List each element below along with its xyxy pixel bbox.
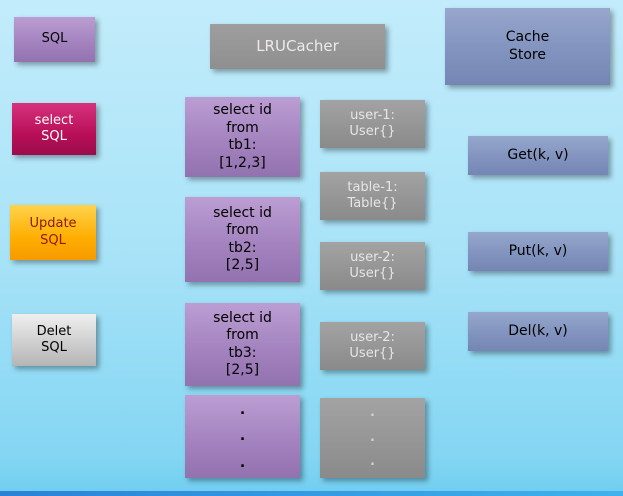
update-sql-box: Update SQL — [10, 205, 96, 260]
query-tb3-label: select id from tb3: [2,5] — [213, 309, 272, 379]
delete-sql-label: Delet SQL — [36, 323, 72, 355]
query-tb2-label: select id from tb2: [2,5] — [213, 204, 272, 274]
update-sql-label: Update SQL — [29, 216, 77, 248]
cache-store-label: Cache Store — [505, 29, 550, 63]
delete-sql-box: Delet SQL — [12, 314, 96, 366]
query-box-tb3: select id from tb3: [2,5] — [185, 303, 300, 386]
put-operation-box: Put(k, v) — [468, 232, 608, 271]
cache-object-table1-box: table-1: Table{} — [320, 172, 425, 220]
bottom-edge-strip — [0, 491, 623, 496]
lrucacher-title-box: LRUCacher — [210, 24, 385, 69]
put-operation-label: Put(k, v) — [508, 242, 568, 259]
cache-object-ellipsis-label: . . . — [370, 404, 375, 470]
get-operation-label: Get(k, v) — [507, 146, 569, 163]
lrucacher-title-label: LRUCacher — [256, 37, 339, 56]
cache-store-box: Cache Store — [445, 8, 610, 85]
query-box-tb2: select id from tb2: [2,5] — [185, 197, 300, 282]
select-sql-box: select SQL — [12, 103, 96, 155]
cache-object-user1-label: user-1: User{} — [349, 107, 396, 139]
cache-object-user2b-box: user-2: User{} — [320, 322, 425, 370]
sql-box-label: SQL — [41, 31, 68, 47]
query-ellipsis-label: . . . — [239, 401, 246, 471]
query-tb1-label: select id from tb1: [1,2,3] — [213, 102, 272, 171]
del-operation-box: Del(k, v) — [468, 312, 608, 351]
cache-object-user1-box: user-1: User{} — [320, 100, 425, 148]
get-operation-box: Get(k, v) — [468, 136, 608, 175]
cache-object-ellipsis-box: . . . — [320, 398, 425, 478]
sql-box: SQL — [14, 17, 95, 62]
cache-object-table1-label: table-1: Table{} — [347, 179, 398, 211]
cache-object-user2b-label: user-2: User{} — [349, 329, 396, 361]
cache-object-user2-label: user-2: User{} — [349, 249, 396, 281]
query-box-tb1: select id from tb1: [1,2,3] — [185, 97, 300, 177]
query-box-ellipsis: . . . — [185, 395, 300, 478]
cache-object-user2-box: user-2: User{} — [320, 242, 425, 290]
select-sql-label: select SQL — [34, 112, 74, 144]
del-operation-label: Del(k, v) — [508, 322, 568, 339]
